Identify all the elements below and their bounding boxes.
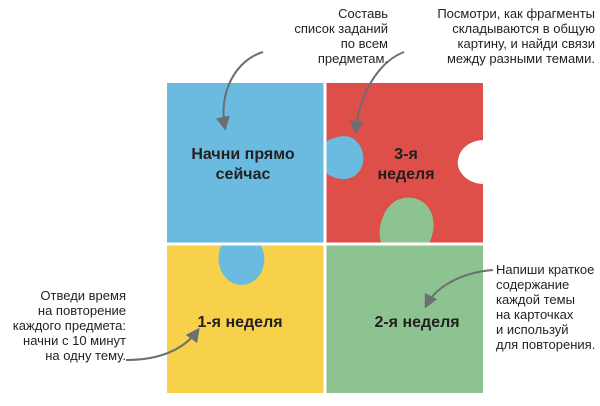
puzzle-notch-red bbox=[457, 140, 484, 184]
note-top-left: Составь список заданий по всем предметам… bbox=[294, 6, 388, 66]
arrow-to-now bbox=[215, 51, 264, 131]
label-week1: 1-я неделя bbox=[197, 314, 283, 331]
puzzle-knob-green bbox=[379, 197, 434, 246]
puzzle-piece-now bbox=[167, 83, 325, 244]
arrow-to-week1 bbox=[125, 327, 200, 361]
note-left: Отведи время на повторение каждого предм… bbox=[12, 288, 126, 363]
note-top-right: Посмотри, как фрагменты складываются в о… bbox=[437, 6, 595, 66]
note-right: Напиши краткое содержание каждой темы на… bbox=[496, 262, 596, 352]
puzzle-piece-week2 bbox=[325, 244, 483, 393]
arrow-to-week2 bbox=[424, 269, 494, 309]
puzzle-knob-yellow bbox=[278, 296, 323, 340]
label-week3: 3-я неделя bbox=[377, 146, 435, 183]
label-week2: 2-я неделя bbox=[374, 314, 460, 331]
puzzle-knob-blue bbox=[323, 136, 364, 180]
label-now: Начни прямо сейчас bbox=[191, 146, 295, 183]
puzzle-knob-blue-down bbox=[218, 242, 265, 285]
arrow-to-week3 bbox=[349, 51, 405, 135]
